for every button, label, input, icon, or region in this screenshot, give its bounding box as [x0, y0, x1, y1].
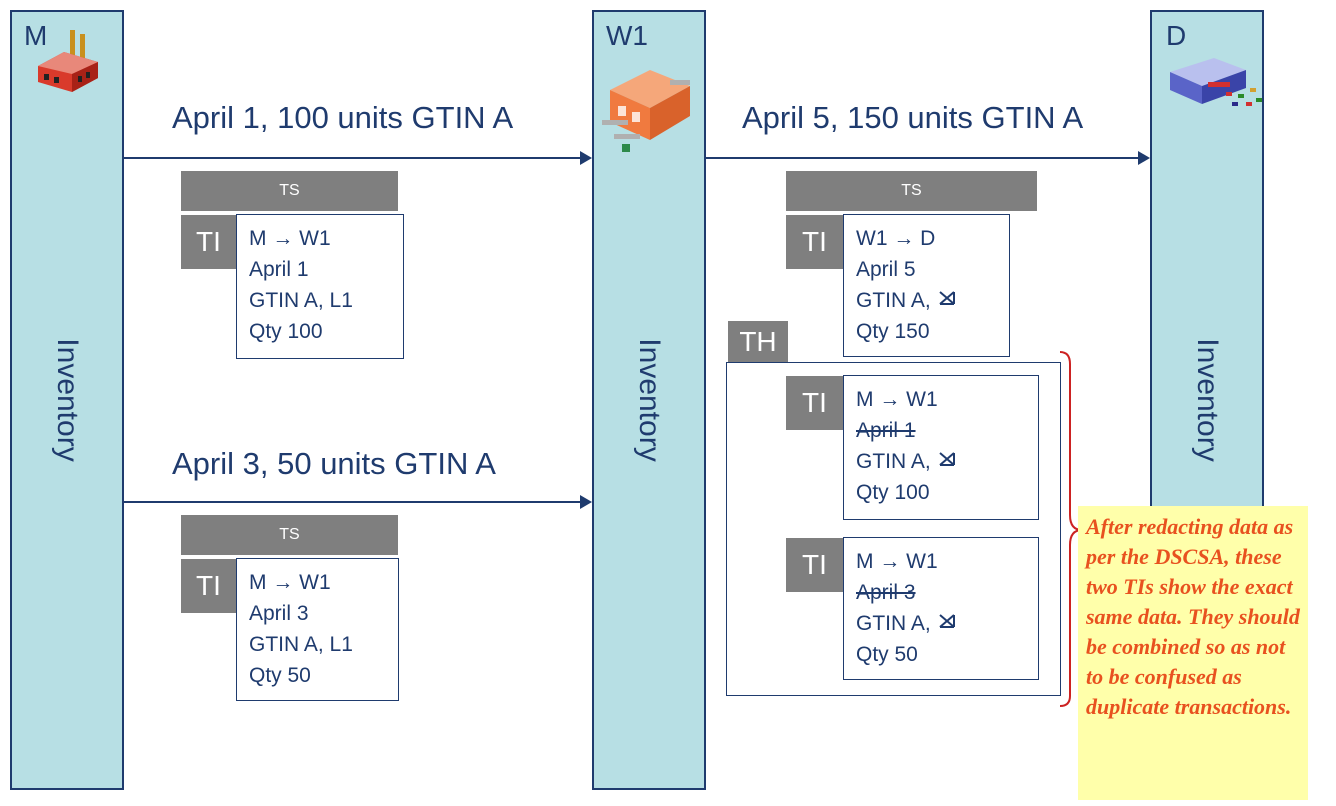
ti-tag: TI	[181, 559, 236, 613]
flow-arrow-w1-to-d-april5	[706, 151, 1150, 165]
column-letter-d: D	[1166, 20, 1187, 51]
ti-date: April 5	[856, 258, 916, 281]
redacted-lot-icon	[938, 291, 955, 305]
flow-arrow-m-to-w1-april3	[124, 495, 592, 509]
flow-arrow-m-to-w1-april1	[124, 151, 592, 165]
ti-route: W1 → D	[856, 227, 936, 250]
ti-product-redacted: GTIN A,	[856, 446, 1038, 477]
ti-product: GTIN A, L1	[249, 633, 353, 656]
ti-route: M → W1	[856, 550, 938, 573]
redaction-note: After redacting data as per the DSCSA, t…	[1078, 506, 1308, 800]
th-container	[726, 362, 1061, 696]
ti-product: GTIN A,	[856, 289, 931, 312]
th-tag: TH	[728, 321, 788, 363]
ti-tag: TI	[786, 538, 843, 592]
ti-qty: Qty 50	[249, 664, 311, 687]
ti-box-th-2: M → W1 April 3 GTIN A, Qty 50	[843, 537, 1039, 680]
column-inventory-label-d: Inventory	[1191, 338, 1224, 462]
column-warehouse: W1 Inventory	[592, 10, 706, 790]
ti-product: GTIN A,	[856, 450, 931, 473]
redacted-lot-icon	[938, 614, 955, 628]
flow-label-april5: April 5, 150 units GTIN A	[742, 100, 1084, 135]
ti-box-m-w1-april1: M → W1 April 1 GTIN A, L1 Qty 100	[236, 214, 404, 359]
ti-box-w1-d-april5: W1 → D April 5 GTIN A, Qty 150	[843, 214, 1010, 357]
ti-box-th-1: M → W1 April 1 GTIN A, Qty 100	[843, 375, 1039, 520]
ti-product-redacted: GTIN A,	[856, 285, 1009, 316]
ts-tag: TS	[181, 171, 398, 211]
ti-route: M → W1	[249, 227, 331, 250]
ti-route: M → W1	[249, 571, 331, 594]
ti-route: M → W1	[856, 388, 938, 411]
ti-product-redacted: GTIN A,	[856, 608, 1038, 639]
ti-date: April 3	[249, 602, 309, 625]
ti-product: GTIN A,	[856, 612, 931, 635]
ti-qty: Qty 100	[856, 481, 930, 504]
column-inventory-label-m: Inventory	[51, 338, 84, 462]
ti-date-redacted: April 1	[856, 419, 916, 442]
ti-qty: Qty 50	[856, 643, 918, 666]
ti-tag: TI	[181, 215, 236, 269]
ts-tag: TS	[181, 515, 398, 555]
column-manufacturer: M Inventory	[10, 10, 124, 790]
flow-label-april1: April 1, 100 units GTIN A	[172, 100, 514, 135]
ti-qty: Qty 100	[249, 320, 323, 343]
redacted-lot-icon	[938, 452, 955, 466]
ti-product: GTIN A, L1	[249, 289, 353, 312]
ti-date: April 1	[249, 258, 309, 281]
ts-tag: TS	[786, 171, 1037, 211]
ti-box-m-w1-april3: M → W1 April 3 GTIN A, L1 Qty 50	[236, 558, 399, 701]
ti-qty: Qty 150	[856, 320, 930, 343]
ti-tag: TI	[786, 215, 843, 269]
flow-label-april3: April 3, 50 units GTIN A	[172, 446, 496, 481]
pharmacy-building-icon	[1170, 58, 1262, 106]
ti-date-redacted: April 3	[856, 581, 916, 604]
column-letter-m: M	[24, 20, 48, 51]
warehouse-icon	[602, 70, 690, 152]
column-inventory-label-w1: Inventory	[633, 338, 666, 462]
column-letter-w1: W1	[606, 20, 648, 51]
ti-tag: TI	[786, 376, 843, 430]
factory-icon	[38, 30, 98, 92]
